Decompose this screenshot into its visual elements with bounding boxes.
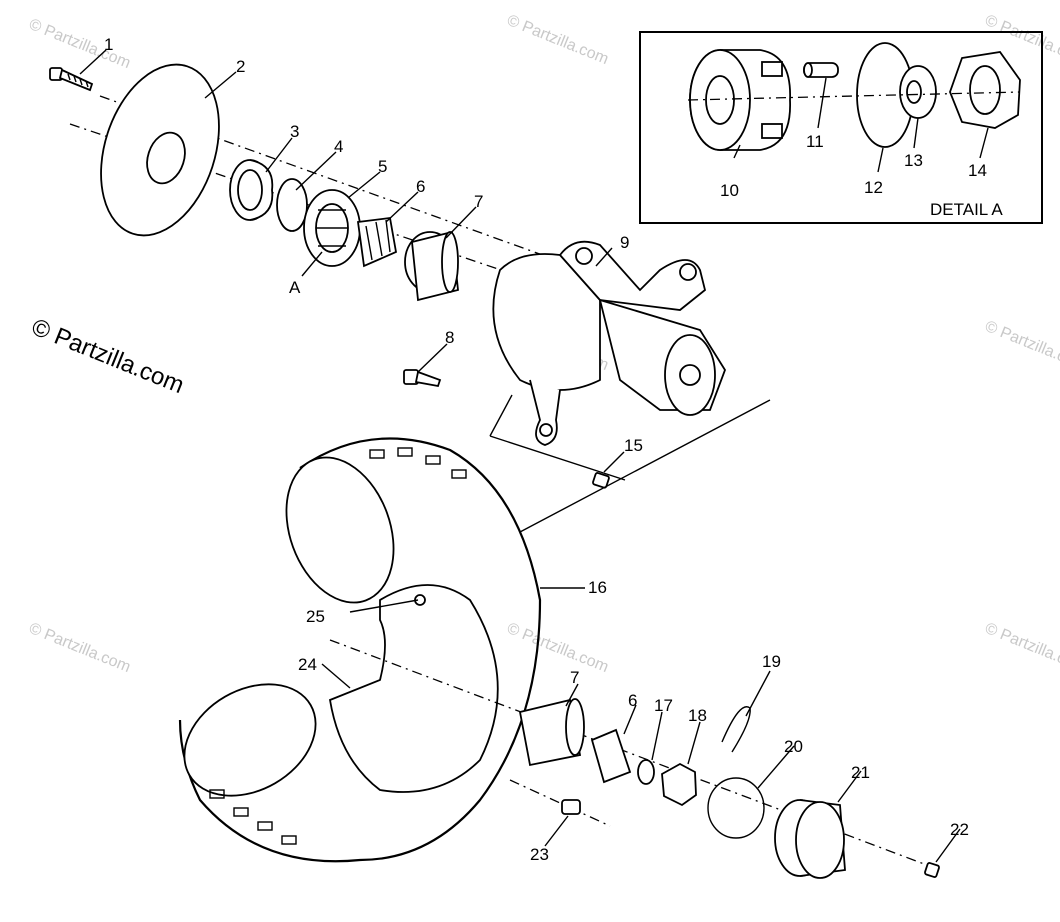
- callout-14: 14: [968, 161, 987, 180]
- callout-8: 8: [445, 328, 454, 347]
- callout-2: 2: [236, 57, 245, 76]
- callout-17: 17: [654, 696, 673, 715]
- part-22-screw: [924, 862, 940, 878]
- part-19-cotter-pin: [721, 706, 751, 753]
- callout-4: 4: [334, 137, 343, 156]
- part-17-washer: [637, 759, 655, 785]
- callout-9: 9: [620, 233, 629, 252]
- callout-12: 12: [864, 178, 883, 197]
- part-4-snap-ring: [276, 178, 308, 232]
- callout-6-lower: 6: [628, 691, 637, 710]
- callout-13: 13: [904, 151, 923, 170]
- part-11-pin: [803, 62, 839, 78]
- part-14-hex-nut: [949, 51, 1021, 129]
- part-6-bearing-lower: [590, 728, 632, 784]
- part-13-washer: [899, 65, 937, 119]
- callout-25: 25: [306, 607, 325, 626]
- watermark-lower-left: © Partzilla.com: [27, 620, 133, 676]
- watermark-lower-center: © Partzilla.com: [505, 620, 611, 676]
- part-8-bolt: [403, 369, 442, 388]
- callout-15: 15: [624, 436, 643, 455]
- watermark-top-left: © Partzilla.com: [27, 16, 133, 72]
- part-7-race-lower: [518, 698, 585, 767]
- callout-19: 19: [762, 652, 781, 671]
- part-5-drive-hub: [303, 189, 361, 267]
- callout-24: 24: [298, 655, 317, 674]
- part-3-seal: [229, 159, 274, 221]
- watermark-top-center: © Partzilla.com: [505, 12, 611, 68]
- part-15-fitting: [592, 472, 610, 489]
- callout-16: 16: [588, 578, 607, 597]
- lower-axis-line-2: [509, 779, 611, 827]
- detail-a-box: DETAIL A: [639, 31, 1043, 224]
- part-24-wheel-rim: [328, 584, 499, 793]
- callout-3: 3: [290, 122, 299, 141]
- callout-7-upper: 7: [474, 192, 483, 211]
- part-16-tire: [178, 437, 542, 863]
- leader-lines: [79, 49, 989, 863]
- callout-A: A: [289, 278, 301, 297]
- callout-labels: 1 2 3 4 5 6 7 A 8 9 10 11 12 13 14 15 16…: [104, 35, 987, 864]
- callout-18: 18: [688, 706, 707, 725]
- watermark-mid-right: © Partzilla.com: [983, 318, 1060, 374]
- part-23-lug-nut: [561, 799, 581, 815]
- callout-22: 22: [950, 820, 969, 839]
- part-20-o-ring: [707, 777, 765, 839]
- callout-7-lower: 7: [570, 668, 579, 687]
- callout-10: 10: [720, 181, 739, 200]
- watermark-main: © Partzilla.com: [28, 314, 188, 400]
- part-2-brake-disc: [100, 63, 220, 237]
- bracket-lines: [489, 394, 771, 533]
- callout-23: 23: [530, 845, 549, 864]
- callout-11: 11: [806, 132, 824, 151]
- part-9-steering-knuckle: [492, 240, 726, 446]
- callout-6-upper: 6: [416, 177, 425, 196]
- part-18-castle-nut: [661, 762, 697, 807]
- detail-title: DETAIL A: [930, 200, 1003, 219]
- part-6-bearing-upper: [356, 217, 398, 268]
- part-21-hub-cap: [774, 799, 846, 879]
- detail-frame: [639, 31, 1043, 224]
- part-7-race-upper: [404, 230, 459, 302]
- callout-20: 20: [784, 737, 803, 756]
- watermark-lower-right: © Partzilla.com: [983, 620, 1060, 676]
- callout-5: 5: [378, 157, 387, 176]
- part-10-collar: [689, 49, 791, 151]
- callout-21: 21: [851, 763, 870, 782]
- part-1-screw: [49, 67, 94, 92]
- callout-1: 1: [104, 35, 113, 54]
